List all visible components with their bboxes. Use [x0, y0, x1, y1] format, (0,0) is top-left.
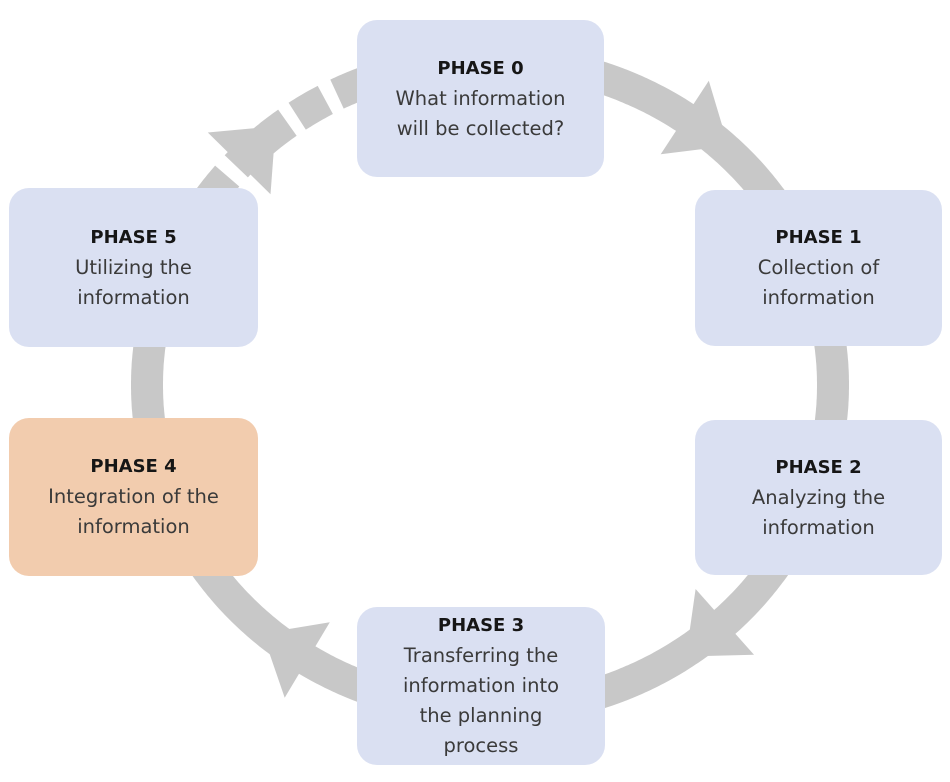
- ring-segment-dashed: [288, 85, 333, 130]
- phase-0-title: PHASE 0: [437, 57, 524, 79]
- phase-5-description-line: Utilizing the: [75, 255, 192, 279]
- phase-1-description-line: Collection of: [757, 256, 880, 279]
- phase-3-box: PHASE 3 Transferring the information int…: [357, 607, 605, 765]
- phase-2-title: PHASE 2: [775, 456, 862, 478]
- phase-3-description-line: Transferring the: [403, 644, 559, 667]
- phase-4-description-line: information: [77, 515, 190, 538]
- phase-4-box: PHASE 4 Integration of the information: [9, 418, 258, 576]
- phase-2-description-line: Analyzing the: [751, 485, 886, 509]
- phase-3-title: PHASE 3: [437, 615, 525, 636]
- phase-2-description-line: information: [762, 515, 875, 539]
- flow-arrowhead-icon: [262, 622, 330, 698]
- flow-arrowhead-icon: [660, 80, 729, 155]
- phase-1-box: PHASE 1 Collection of information: [695, 190, 942, 346]
- phase-4-title: PHASE 4: [90, 456, 177, 477]
- phase-1-title: PHASE 1: [775, 227, 862, 248]
- phase-0-box: PHASE 0 What information will be collect…: [357, 20, 604, 177]
- phase-1-description-line: information: [762, 286, 875, 309]
- phase-2-box: PHASE 2 Analyzing the information: [695, 420, 942, 575]
- phase-5-title: PHASE 5: [90, 226, 177, 248]
- flow-arrowhead-icon: [207, 126, 276, 195]
- phase-5-box: PHASE 5 Utilizing the information: [9, 188, 258, 347]
- phase-5-description-line: information: [77, 285, 190, 309]
- phase-3-description-line: the planning: [419, 704, 543, 727]
- phase-0-description-line: What information: [395, 86, 566, 110]
- flow-arrowhead-icon: [686, 589, 754, 657]
- phase-4-description-line: Integration of the: [48, 485, 219, 508]
- phase-3-description-line: process: [443, 734, 519, 757]
- phase-3-description-line: information into: [402, 674, 560, 697]
- phase-0-description-line: will be collected?: [396, 116, 565, 140]
